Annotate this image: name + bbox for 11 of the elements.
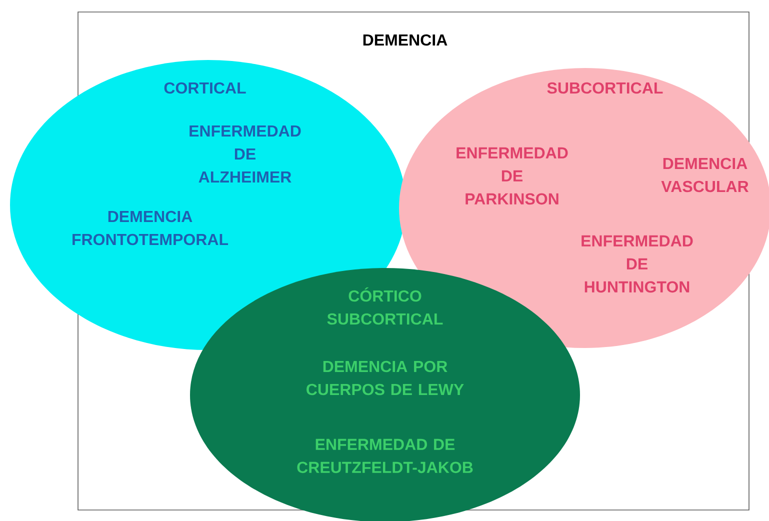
disease-label: ENFERMEDAD DE PARKINSON bbox=[456, 147, 568, 205]
disease-label: DEMENCIA FRONTOTEMPORAL bbox=[72, 210, 228, 246]
disease-label: ENFERMEDAD DE ALZHEIMER bbox=[190, 125, 301, 182]
group-heading: CORTICAL bbox=[164, 82, 246, 94]
disease-label: DEMENCIA VASCULAR bbox=[661, 158, 749, 192]
group-heading: SUBCORTICAL bbox=[547, 82, 663, 94]
disease-label: ENFERMEDAD DE CREUTZFELDT-JAKOB bbox=[297, 438, 473, 474]
disease-label: DEMENCIA POR CUERPOS DE LEWY bbox=[306, 360, 464, 396]
group-heading: CÓRTICO SUBCORTICAL bbox=[327, 287, 443, 325]
frame-heading: DEMENCIA bbox=[363, 34, 448, 46]
disease-label: ENFERMEDAD DE HUNTINGTON bbox=[582, 235, 693, 293]
